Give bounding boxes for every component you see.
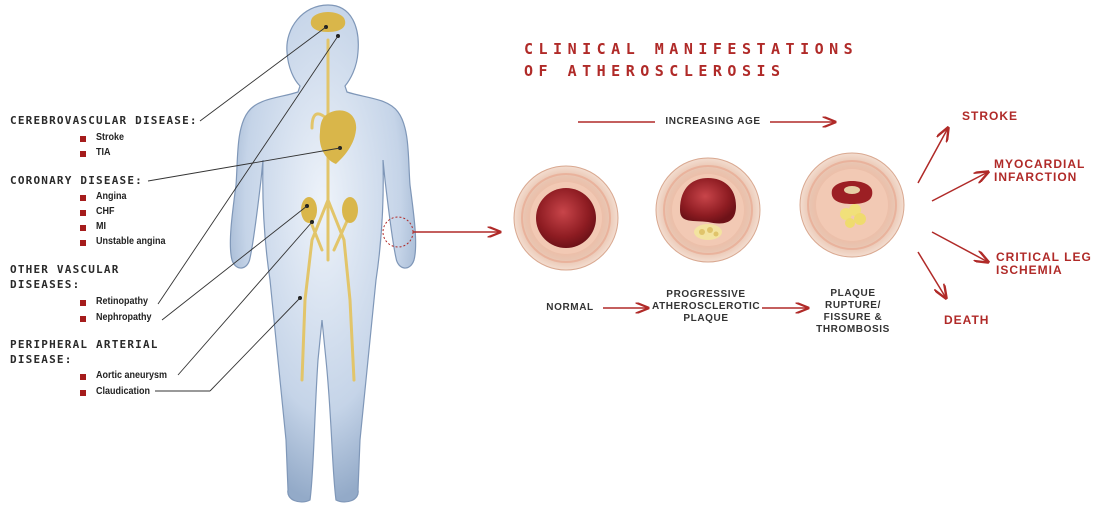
bullet-icon (80, 240, 86, 246)
bullet-icon (80, 374, 86, 380)
bullet-icon (80, 300, 86, 306)
bullet-icon (80, 316, 86, 322)
group-heading: OTHER VASCULAR (10, 263, 120, 277)
stage-label-rupture: PLAQUE RUPTURE/ FISSURE & THROMBOSIS (808, 288, 898, 336)
bullet-icon (80, 225, 86, 231)
list-item: Unstable angina (96, 235, 166, 249)
group-heading: DISEASES: (10, 278, 80, 292)
list-item: Angina (96, 190, 127, 204)
vessel-normal (514, 166, 618, 270)
list-item: Nephropathy (96, 311, 152, 325)
increasing-age-label: INCREASING AGE (658, 116, 768, 128)
group-heading: CORONARY DISEASE: (10, 174, 143, 188)
outcome-stroke: STROKE (962, 110, 1018, 123)
human-body-figure (230, 5, 415, 502)
list-item: Aortic aneurysm (96, 369, 167, 383)
bullet-icon (80, 151, 86, 157)
list-item: Stroke (96, 131, 124, 145)
group-heading: PERIPHERAL ARTERIAL (10, 338, 159, 352)
list-item: MI (96, 220, 106, 234)
list-item: Claudication (96, 385, 150, 399)
list-item: TIA (96, 146, 110, 160)
list-item: Retinopathy (96, 295, 148, 309)
stage-label-progressive: PROGRESSIVE ATHEROSCLEROTIC PLAQUE (652, 289, 760, 325)
bullet-icon (80, 195, 86, 201)
vessel-rupture-thrombosis (800, 153, 904, 257)
outcome-critical-leg-ischemia: CRITICAL LEG ISCHEMIA (996, 251, 1096, 277)
list-item: CHF (96, 205, 115, 219)
title-line-2: OF ATHEROSCLEROSIS (524, 62, 786, 81)
bullet-icon (80, 390, 86, 396)
group-heading: DISEASE: (10, 353, 73, 367)
outcome-arrows (918, 128, 988, 298)
title-line-1: CLINICAL MANIFESTATIONS (524, 40, 858, 59)
bullet-icon (80, 136, 86, 142)
stage-label-normal: NORMAL (538, 302, 602, 314)
group-heading: CEREBROVASCULAR DISEASE: (10, 114, 198, 128)
outcome-death: DEATH (944, 314, 989, 327)
bullet-icon (80, 210, 86, 216)
outcome-myocardial-infarction: MYOCARDIAL INFARCTION (994, 158, 1094, 184)
vessel-progressive-plaque (656, 158, 760, 262)
